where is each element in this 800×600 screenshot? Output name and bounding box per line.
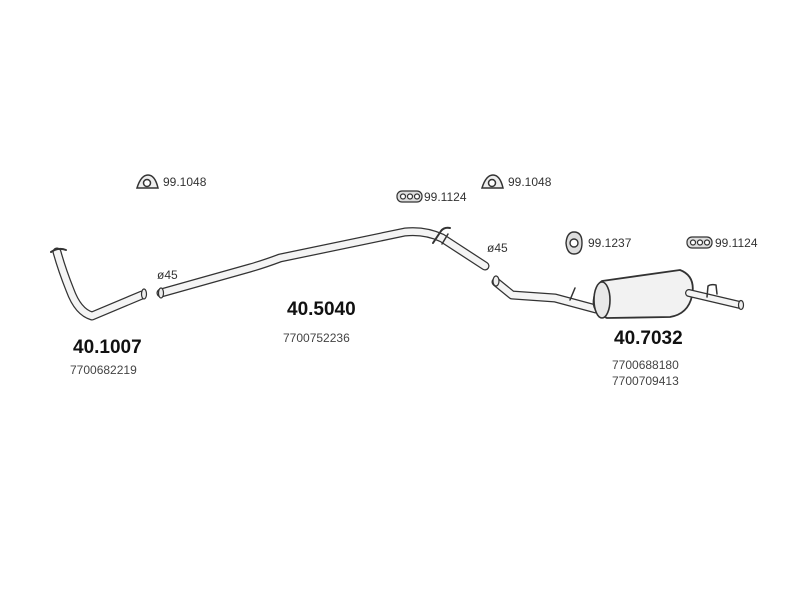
front-pipe-part-number: 40.1007 xyxy=(73,337,142,358)
hanger-mid-label: 99.1124 xyxy=(424,190,467,204)
rear-silencer-oem-number-2: 7700709413 xyxy=(612,374,679,388)
rear-silencer-drawing xyxy=(491,269,745,319)
hanger-rear-label: 99.1124 xyxy=(715,236,758,250)
ring-rear-label: 99.1237 xyxy=(588,236,632,250)
middle-pipe-part-number: 40.5040 xyxy=(287,299,356,320)
rear-silencer-part-number: 40.7032 xyxy=(614,328,683,349)
rubber-hanger-icon xyxy=(396,190,423,203)
clamp-right-label: 99.1048 xyxy=(508,175,552,189)
rear-silencer-oem-number-1: 7700688180 xyxy=(612,358,679,372)
rubber-hanger-icon xyxy=(686,236,713,249)
clamp-left-label: 99.1048 xyxy=(163,175,207,189)
middle-pipe-oem-number: 7700752236 xyxy=(283,331,350,345)
diameter-label-left: ø45 xyxy=(157,268,178,282)
rubber-ring-icon xyxy=(565,231,583,255)
front-pipe-oem-number: 7700682219 xyxy=(70,363,137,377)
diameter-label-right: ø45 xyxy=(487,241,508,255)
front-pipe-drawing xyxy=(50,247,148,321)
pipe-clamp-icon xyxy=(480,174,504,189)
middle-pipe-drawing xyxy=(156,226,490,299)
pipe-clamp-icon xyxy=(135,174,159,189)
